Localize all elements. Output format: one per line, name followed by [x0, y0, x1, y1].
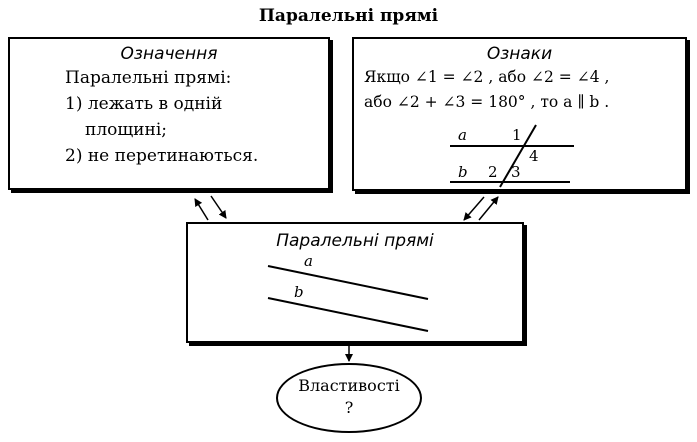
- arrow-center-to-signs: [478, 196, 499, 221]
- signs-heading: Ознаки: [486, 44, 553, 64]
- label-a: a: [458, 126, 467, 144]
- center-label-a: a: [304, 252, 313, 270]
- definition-heading: Означення: [120, 44, 218, 64]
- label-b: b: [458, 163, 468, 181]
- diagram-title: Паралельні прямі: [258, 6, 439, 26]
- angle-label-1: 1: [512, 126, 522, 144]
- center-heading: Паралельні прямі: [276, 231, 434, 251]
- definition-line: 2) не перетинаються.: [65, 146, 259, 166]
- arrow-signs-to-center: [463, 196, 485, 221]
- signs-figure: a 1 4 b 2 3: [450, 124, 574, 188]
- parallel-line-b: [267, 297, 429, 332]
- properties-ellipse: Властивості ?: [276, 363, 422, 433]
- signs-condition-line: Якщо ∠1 = ∠2 , або ∠2 = ∠4 ,: [364, 68, 610, 86]
- parallel-line-a: [267, 265, 429, 300]
- angle-label-2: 2: [488, 163, 498, 181]
- arrow-definition-to-center: [210, 195, 227, 219]
- signs-condition-line: або ∠2 + ∠3 = 180° , то a ∥ b .: [364, 93, 610, 111]
- angle-label-4: 4: [529, 147, 539, 165]
- definition-line: площині;: [85, 120, 167, 140]
- properties-question: ?: [344, 398, 354, 417]
- definition-line: 1) лежать в одній: [65, 94, 223, 114]
- transversal: [499, 124, 537, 188]
- angle-label-3: 3: [511, 163, 521, 181]
- arrow-center-to-definition: [194, 198, 209, 221]
- center-label-b: b: [294, 283, 304, 301]
- signs-box: Ознаки Якщо ∠1 = ∠2 , або ∠2 = ∠4 , або …: [352, 37, 687, 191]
- definition-line: Паралельні прямі:: [65, 68, 232, 88]
- parallel-lines-box: Паралельні прямі a b: [186, 222, 524, 343]
- parallel-lines-figure: a b: [267, 252, 429, 332]
- properties-label: Властивості: [298, 376, 400, 395]
- definition-box: Означення Паралельні прямі: 1) лежать в …: [8, 37, 330, 190]
